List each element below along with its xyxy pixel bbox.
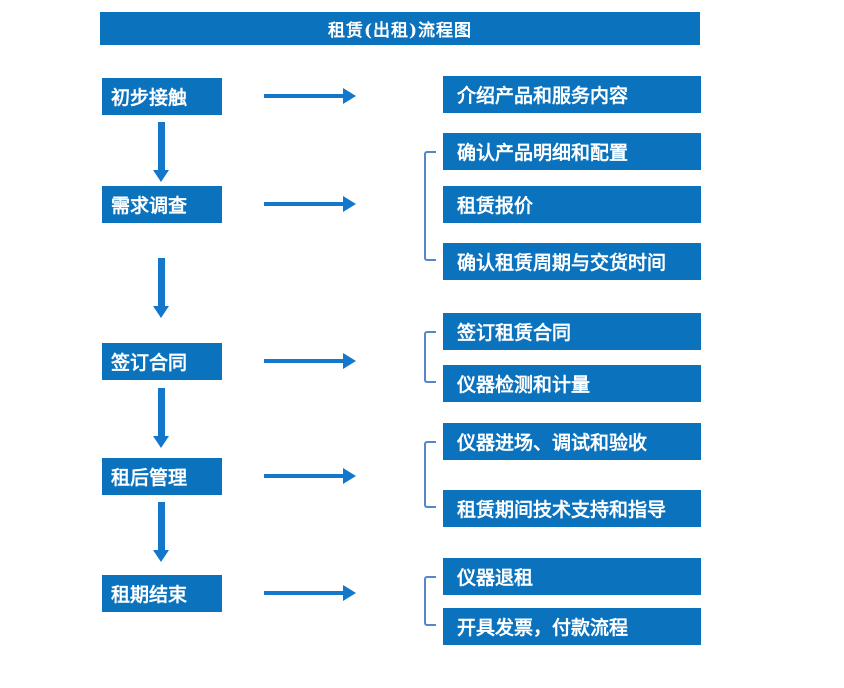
- arrow-right-icon: [264, 353, 356, 369]
- arrow-down-icon: [153, 388, 169, 448]
- group-bracket: [424, 331, 436, 383]
- detail-box-instrument-return: 仪器退租: [443, 558, 701, 595]
- arrow-right-icon: [264, 585, 356, 601]
- detail-box-instrument-inspection: 仪器检测和计量: [443, 365, 701, 402]
- step-box-demand-survey: 需求调查: [102, 186, 222, 223]
- step-box-post-rental-management: 租后管理: [102, 458, 222, 495]
- group-bracket: [424, 576, 436, 626]
- group-bracket: [424, 151, 436, 261]
- arrow-right-icon: [264, 196, 356, 212]
- detail-box-confirm-period-delivery: 确认租赁周期与交货时间: [443, 243, 701, 280]
- arrow-down-icon: [153, 502, 169, 562]
- detail-box-introduce-products: 介绍产品和服务内容: [443, 76, 701, 113]
- step-box-lease-end: 租期结束: [102, 575, 222, 612]
- arrow-down-icon: [153, 122, 169, 182]
- flowchart-title: 租赁(出租)流程图: [100, 12, 700, 45]
- detail-box-tech-support: 租赁期间技术支持和指导: [443, 490, 701, 527]
- detail-box-rental-quote: 租赁报价: [443, 186, 701, 223]
- group-bracket: [424, 441, 436, 508]
- detail-box-invoice-payment: 开具发票，付款流程: [443, 608, 701, 645]
- detail-box-instrument-setup-acceptance: 仪器进场、调试和验收: [443, 423, 701, 460]
- detail-box-confirm-product-config: 确认产品明细和配置: [443, 133, 701, 170]
- step-box-sign-contract: 签订合同: [102, 343, 222, 380]
- detail-box-sign-rental-contract: 签订租赁合同: [443, 313, 701, 350]
- step-box-initial-contact: 初步接触: [102, 78, 222, 115]
- arrow-right-icon: [264, 88, 356, 104]
- arrow-down-icon: [153, 258, 169, 318]
- arrow-right-icon: [264, 468, 356, 484]
